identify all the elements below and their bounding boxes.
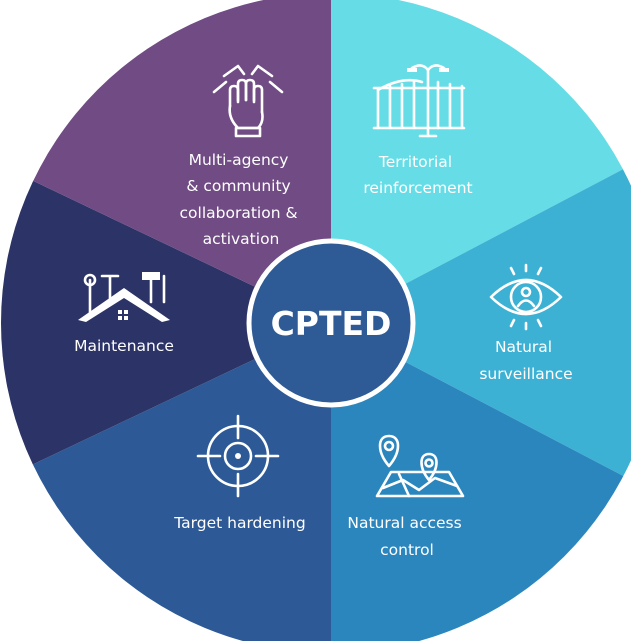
label-line: surveillance: [479, 365, 572, 383]
center-title: CPTED: [271, 304, 392, 343]
fence-streetlight-icon: [372, 64, 466, 138]
crosshair-icon: [196, 414, 280, 498]
label-line: Multi-agency: [189, 151, 289, 169]
label-line: Maintenance: [74, 337, 174, 355]
label-natural-surveillance: Natural surveillance: [479, 338, 572, 383]
house-tools-icon: [78, 272, 170, 322]
label-natural-access-control: Natural access control: [347, 514, 466, 559]
segment-natural-surveillance: [331, 165, 631, 480]
joined-hands-icon: [212, 64, 284, 138]
label-line: Natural: [495, 338, 552, 356]
eye-icon: [489, 263, 563, 331]
label-line: Natural access: [347, 514, 461, 532]
center-hub: [246, 238, 416, 408]
label-line: & community: [186, 177, 290, 195]
label-line: reinforcement: [363, 179, 472, 197]
label-line: control: [380, 541, 434, 559]
label-line: collaboration &: [180, 204, 298, 222]
label-line: activation: [203, 230, 280, 248]
label-maintenance: Maintenance: [74, 337, 174, 355]
label-target-hardening: Target hardening: [173, 514, 305, 532]
segment-maintenance: [1, 165, 331, 480]
label-territorial-reinforcement: Territorial reinforcement: [363, 153, 472, 197]
label-multi-agency-collaboration: Multi-agency & community collaboration &…: [180, 151, 303, 248]
map-pin-icon: [375, 434, 465, 498]
label-line: Target hardening: [173, 514, 305, 532]
label-line: Territorial: [378, 153, 452, 171]
